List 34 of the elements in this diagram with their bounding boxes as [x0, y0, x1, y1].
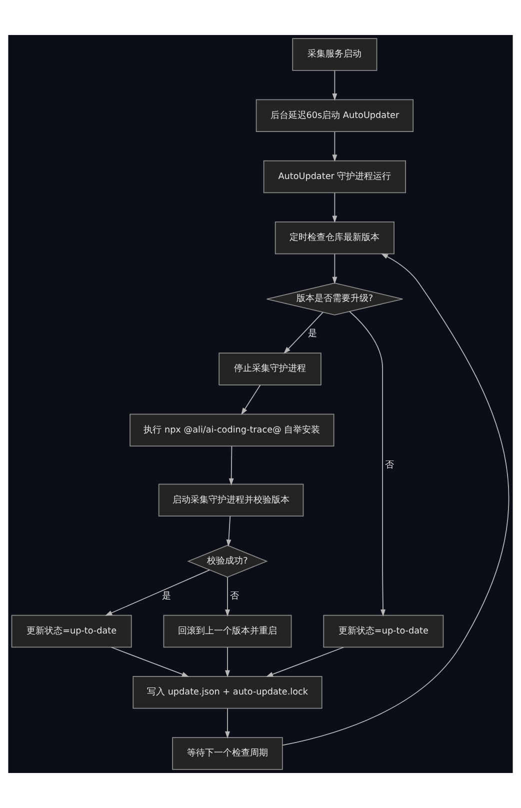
- node-box: AutoUpdater 守护进程运行: [263, 160, 406, 194]
- edge-label: 是: [162, 591, 171, 602]
- node-diamond: 校验成功?: [187, 544, 268, 578]
- arrow: [225, 646, 230, 678]
- node-box: 停止采集守护进程: [218, 352, 322, 386]
- arrow: [282, 253, 510, 746]
- edge-label: 否: [385, 460, 394, 470]
- node-box: 定时检查仓库最新版本: [274, 222, 394, 254]
- node-diamond: 版本是否需要升级?: [266, 282, 404, 316]
- arrow: [266, 646, 344, 677]
- arrow: [226, 516, 232, 547]
- node-box: 等待下一个检查周期: [172, 737, 283, 770]
- arrow: [349, 311, 386, 617]
- arrow: [241, 384, 261, 415]
- arrow: [332, 254, 338, 284]
- arrow: [332, 70, 338, 101]
- node-box: 后台延迟60s启动 AutoUpdater: [256, 99, 414, 132]
- arrow: [284, 312, 324, 354]
- arrow: [225, 576, 230, 617]
- arrow: [332, 192, 338, 223]
- arrow: [225, 708, 230, 739]
- node-box: 回滚到上一个版本并重启: [163, 614, 292, 648]
- arrow: [332, 131, 338, 162]
- edge-label: 否: [230, 591, 240, 602]
- arrow: [228, 446, 234, 486]
- arrow: [105, 570, 210, 616]
- node-box: 启动采集守护进程并校验版本: [158, 484, 304, 517]
- edge-label: 是: [308, 329, 318, 340]
- node-box: 执行 npx @ali/ai-coding-trace@ 自举安装: [130, 414, 334, 447]
- node-box: 写入 update.json + auto-update.lock: [132, 676, 322, 709]
- node-box: 采集服务启动: [292, 38, 378, 71]
- arrow: [110, 646, 190, 677]
- node-box: 更新状态=up-to-date: [11, 614, 132, 648]
- node-box: 更新状态=up-to-date: [323, 614, 444, 648]
